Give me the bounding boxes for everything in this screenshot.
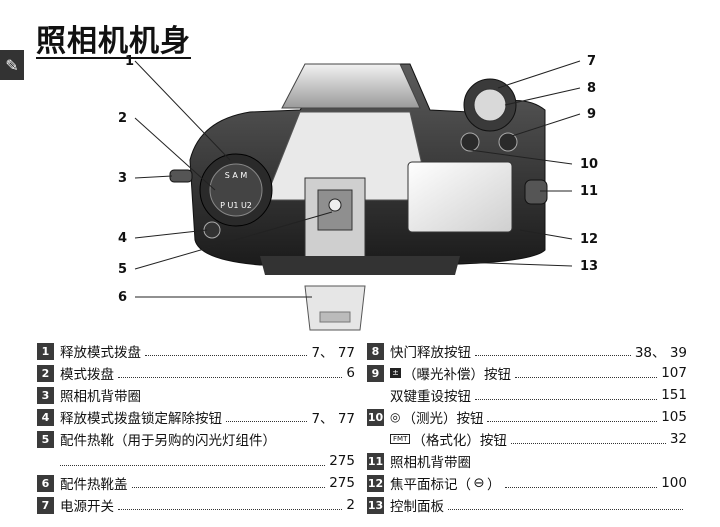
legend-item: 10 ◎ （测光）按钮 105	[367, 406, 687, 428]
legend-item: 1 释放模式拨盘 7、 77	[37, 340, 355, 362]
legend-number: 1	[37, 342, 54, 360]
legend-number: 12	[367, 474, 384, 492]
legend-item: 13 控制面板	[367, 494, 687, 516]
legend-item: FMT （格式化）按钮 32	[367, 428, 687, 450]
format-icon: FMT	[390, 434, 411, 444]
legend-number: 7	[37, 496, 54, 514]
legend-number: 11	[367, 452, 384, 470]
legend-label: 模式拨盘	[60, 367, 114, 383]
legend-label-close: ）	[487, 477, 501, 493]
legend-page: 7、 77	[311, 411, 355, 427]
camera-body-illustration: S A M P U1 U2 1 2 3 4 5 6 7 8	[118, 54, 598, 331]
legend-number: 13	[367, 496, 384, 514]
legend-item: 12 焦平面标记（ ⊖ ） 100	[367, 472, 687, 494]
legend-right: 8 快门释放按钮 38、 39 9 ± （曝光补偿）按钮 107 双键重设按钮 …	[367, 340, 687, 516]
legend-number: 5	[37, 430, 54, 448]
callout-5: 5	[118, 262, 127, 277]
legend-label: 焦平面标记（	[390, 477, 471, 493]
legend-item: 6 配件热靴盖 275	[37, 472, 355, 494]
legend-label: 照相机背带圈	[60, 389, 141, 405]
legend-page: 151	[661, 387, 687, 403]
legend-label: 配件热靴（用于另购的闪光灯组件）	[60, 433, 276, 449]
legend-page: 105	[661, 409, 687, 425]
legend-number: 9	[367, 364, 384, 382]
callout-2: 2	[118, 111, 127, 126]
callout-6: 6	[118, 290, 127, 305]
callout-1: 1	[125, 54, 134, 69]
legend-item: 2 模式拨盘 6	[37, 362, 355, 384]
callout-13: 13	[580, 259, 598, 274]
legend-page: 7、 77	[311, 345, 355, 361]
legend-item: 5 配件热靴（用于另购的闪光灯组件）	[37, 428, 355, 450]
legend-page: 2	[346, 497, 355, 513]
legend-item: 双键重设按钮 151	[367, 384, 687, 406]
legend-number: 6	[37, 474, 54, 492]
svg-text:S A M: S A M	[225, 171, 248, 180]
callout-4: 4	[118, 231, 127, 246]
callout-3: 3	[118, 171, 127, 186]
legend-number: 10	[367, 408, 384, 426]
callout-11: 11	[580, 184, 598, 199]
legend-label: 照相机背带圈	[390, 455, 471, 471]
legend-number: 8	[367, 342, 384, 360]
legend-number: 4	[37, 408, 54, 426]
legend-item: 4 释放模式拨盘锁定解除按钮 7、 77	[37, 406, 355, 428]
legend-page: 100	[661, 475, 687, 491]
legend-label: 快门释放按钮	[390, 345, 471, 361]
svg-text:P U1 U2: P U1 U2	[220, 201, 252, 210]
legend-item: 9 ± （曝光补偿）按钮 107	[367, 362, 687, 384]
legend-label: 双键重设按钮	[390, 389, 471, 405]
callout-8: 8	[587, 81, 596, 96]
camera-tab-icon: ✎	[0, 50, 24, 80]
page-title: 照相机机身	[36, 24, 191, 59]
legend-page: 38、 39	[634, 345, 687, 361]
legend-page: 6	[346, 365, 355, 381]
callout-9: 9	[587, 107, 596, 122]
callout-12: 12	[580, 232, 598, 247]
focal-plane-icon: ⊖	[473, 475, 485, 491]
legend-label: （测光）按钮	[402, 411, 484, 427]
legend-item: 8 快门释放按钮 38、 39	[367, 340, 687, 362]
legend-number: 2	[37, 364, 54, 382]
legend-number: 3	[37, 386, 54, 404]
exposure-comp-icon: ±	[390, 368, 401, 378]
legend-label: 电源开关	[60, 499, 114, 515]
legend-label: （曝光补偿）按钮	[403, 367, 511, 383]
legend-item-continuation: 275	[37, 450, 355, 472]
callout-10: 10	[580, 157, 598, 172]
legend-page: 275	[329, 475, 355, 491]
legend-item: 3 照相机背带圈	[37, 384, 355, 406]
legend-label: 控制面板	[390, 499, 444, 515]
callout-7: 7	[587, 54, 596, 69]
metering-icon: ◎	[390, 410, 401, 424]
legend-left: 1 释放模式拨盘 7、 77 2 模式拨盘 6 3 照相机背带圈 4 释放模式拨…	[37, 340, 355, 516]
legend-page: 32	[669, 431, 687, 447]
legend-page: 107	[661, 365, 687, 381]
legend-label: 释放模式拨盘锁定解除按钮	[60, 411, 222, 427]
legend-label: 配件热靴盖	[60, 477, 128, 493]
legend-item: 11 照相机背带圈	[367, 450, 687, 472]
legend-label: 释放模式拨盘	[60, 345, 141, 361]
legend-page: 275	[329, 453, 355, 469]
legend-label: （格式化）按钮	[412, 433, 507, 449]
legend-item: 7 电源开关 2	[37, 494, 355, 516]
